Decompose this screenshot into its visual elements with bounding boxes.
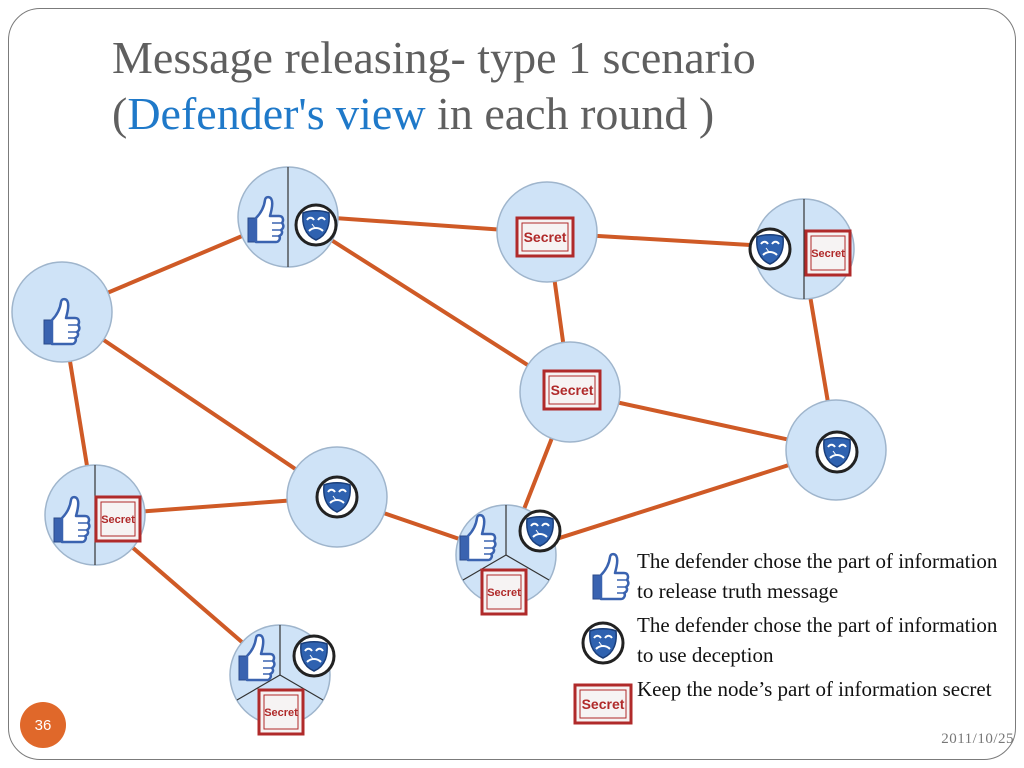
legend-theater-mask-icon xyxy=(581,621,625,665)
node-mask-right xyxy=(785,399,887,501)
secret-stamp-icon xyxy=(542,369,602,411)
node-three-part-center xyxy=(455,504,562,616)
node-secret-center xyxy=(519,341,621,443)
secret-stamp-icon xyxy=(257,688,305,736)
theater-mask-icon xyxy=(315,475,359,519)
secret-stamp-icon xyxy=(804,229,852,277)
node-mask-middle xyxy=(286,446,388,548)
theater-mask-icon xyxy=(748,227,792,271)
legend-secret-stamp-icon xyxy=(573,683,633,725)
theater-mask-icon xyxy=(292,634,336,678)
node-thumb-secret-left xyxy=(44,464,146,566)
node-thumb-left xyxy=(11,261,113,363)
theater-mask-icon xyxy=(518,509,562,553)
page-number-badge: 36 xyxy=(20,702,66,748)
title-open-paren: ( xyxy=(112,88,128,139)
edge xyxy=(504,448,838,557)
secret-stamp-icon xyxy=(515,216,575,258)
theater-mask-icon xyxy=(815,430,859,474)
slide-frame xyxy=(8,8,1016,760)
legend-text-secret: Keep the node’s part of information secr… xyxy=(637,677,992,701)
legend-text-deception: The defender chose the part of informati… xyxy=(637,613,998,667)
node-mask-secret-right xyxy=(748,198,855,300)
node-secret-top xyxy=(496,181,598,283)
edge xyxy=(60,310,339,499)
legend-thumbs-up-icon xyxy=(591,552,630,601)
secret-stamp-icon xyxy=(94,495,142,543)
slide-title: Message releasing- type 1 scenario (Defe… xyxy=(112,30,992,142)
node-three-part-bottom xyxy=(229,624,336,736)
node-thumb-mask-top xyxy=(237,166,339,268)
legend-text-release: The defender chose the part of informati… xyxy=(637,549,998,603)
edge xyxy=(290,213,572,394)
slide-date: 2011/10/25 xyxy=(941,731,1014,747)
title-highlight: Defender's view xyxy=(127,88,426,139)
title-rest: in each round ) xyxy=(425,88,715,139)
secret-stamp-icon xyxy=(480,568,528,616)
theater-mask-icon xyxy=(294,203,338,247)
edges xyxy=(60,213,838,677)
title-line-1: Message releasing- type 1 scenario xyxy=(112,32,756,83)
